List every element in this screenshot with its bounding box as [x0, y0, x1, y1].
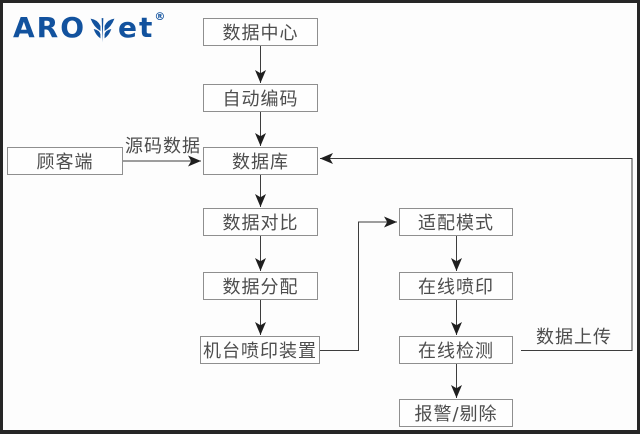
flow-node-online-detect: 在线检测 [399, 336, 513, 364]
logo-text-left: ARO [13, 11, 87, 44]
flow-node-adapt-mode: 适配模式 [399, 208, 513, 236]
leaf-icon [90, 17, 115, 42]
brand-logo: ARO et ® [13, 10, 166, 45]
flow-node-alarm-reject: 报警/剔除 [399, 399, 513, 427]
flowchart-canvas [3, 3, 637, 430]
flow-node-machine-print: 机台喷印装置 [200, 336, 320, 364]
flow-node-customer: 顾客端 [7, 147, 123, 175]
flow-node-data-center: 数据中心 [203, 18, 318, 46]
logo-text-right: et [118, 11, 155, 44]
registered-trademark-icon: ® [154, 10, 166, 23]
flow-node-auto-encode: 自动编码 [203, 84, 318, 112]
flow-node-online-print: 在线喷印 [399, 272, 513, 300]
edge-label-source-data: 源码数据 [125, 136, 201, 157]
flow-node-data-distribute: 数据分配 [203, 272, 318, 300]
flow-node-database: 数据库 [203, 147, 318, 175]
edge-label-data-upload: 数据上传 [536, 327, 612, 348]
flow-node-data-compare: 数据对比 [203, 208, 318, 236]
